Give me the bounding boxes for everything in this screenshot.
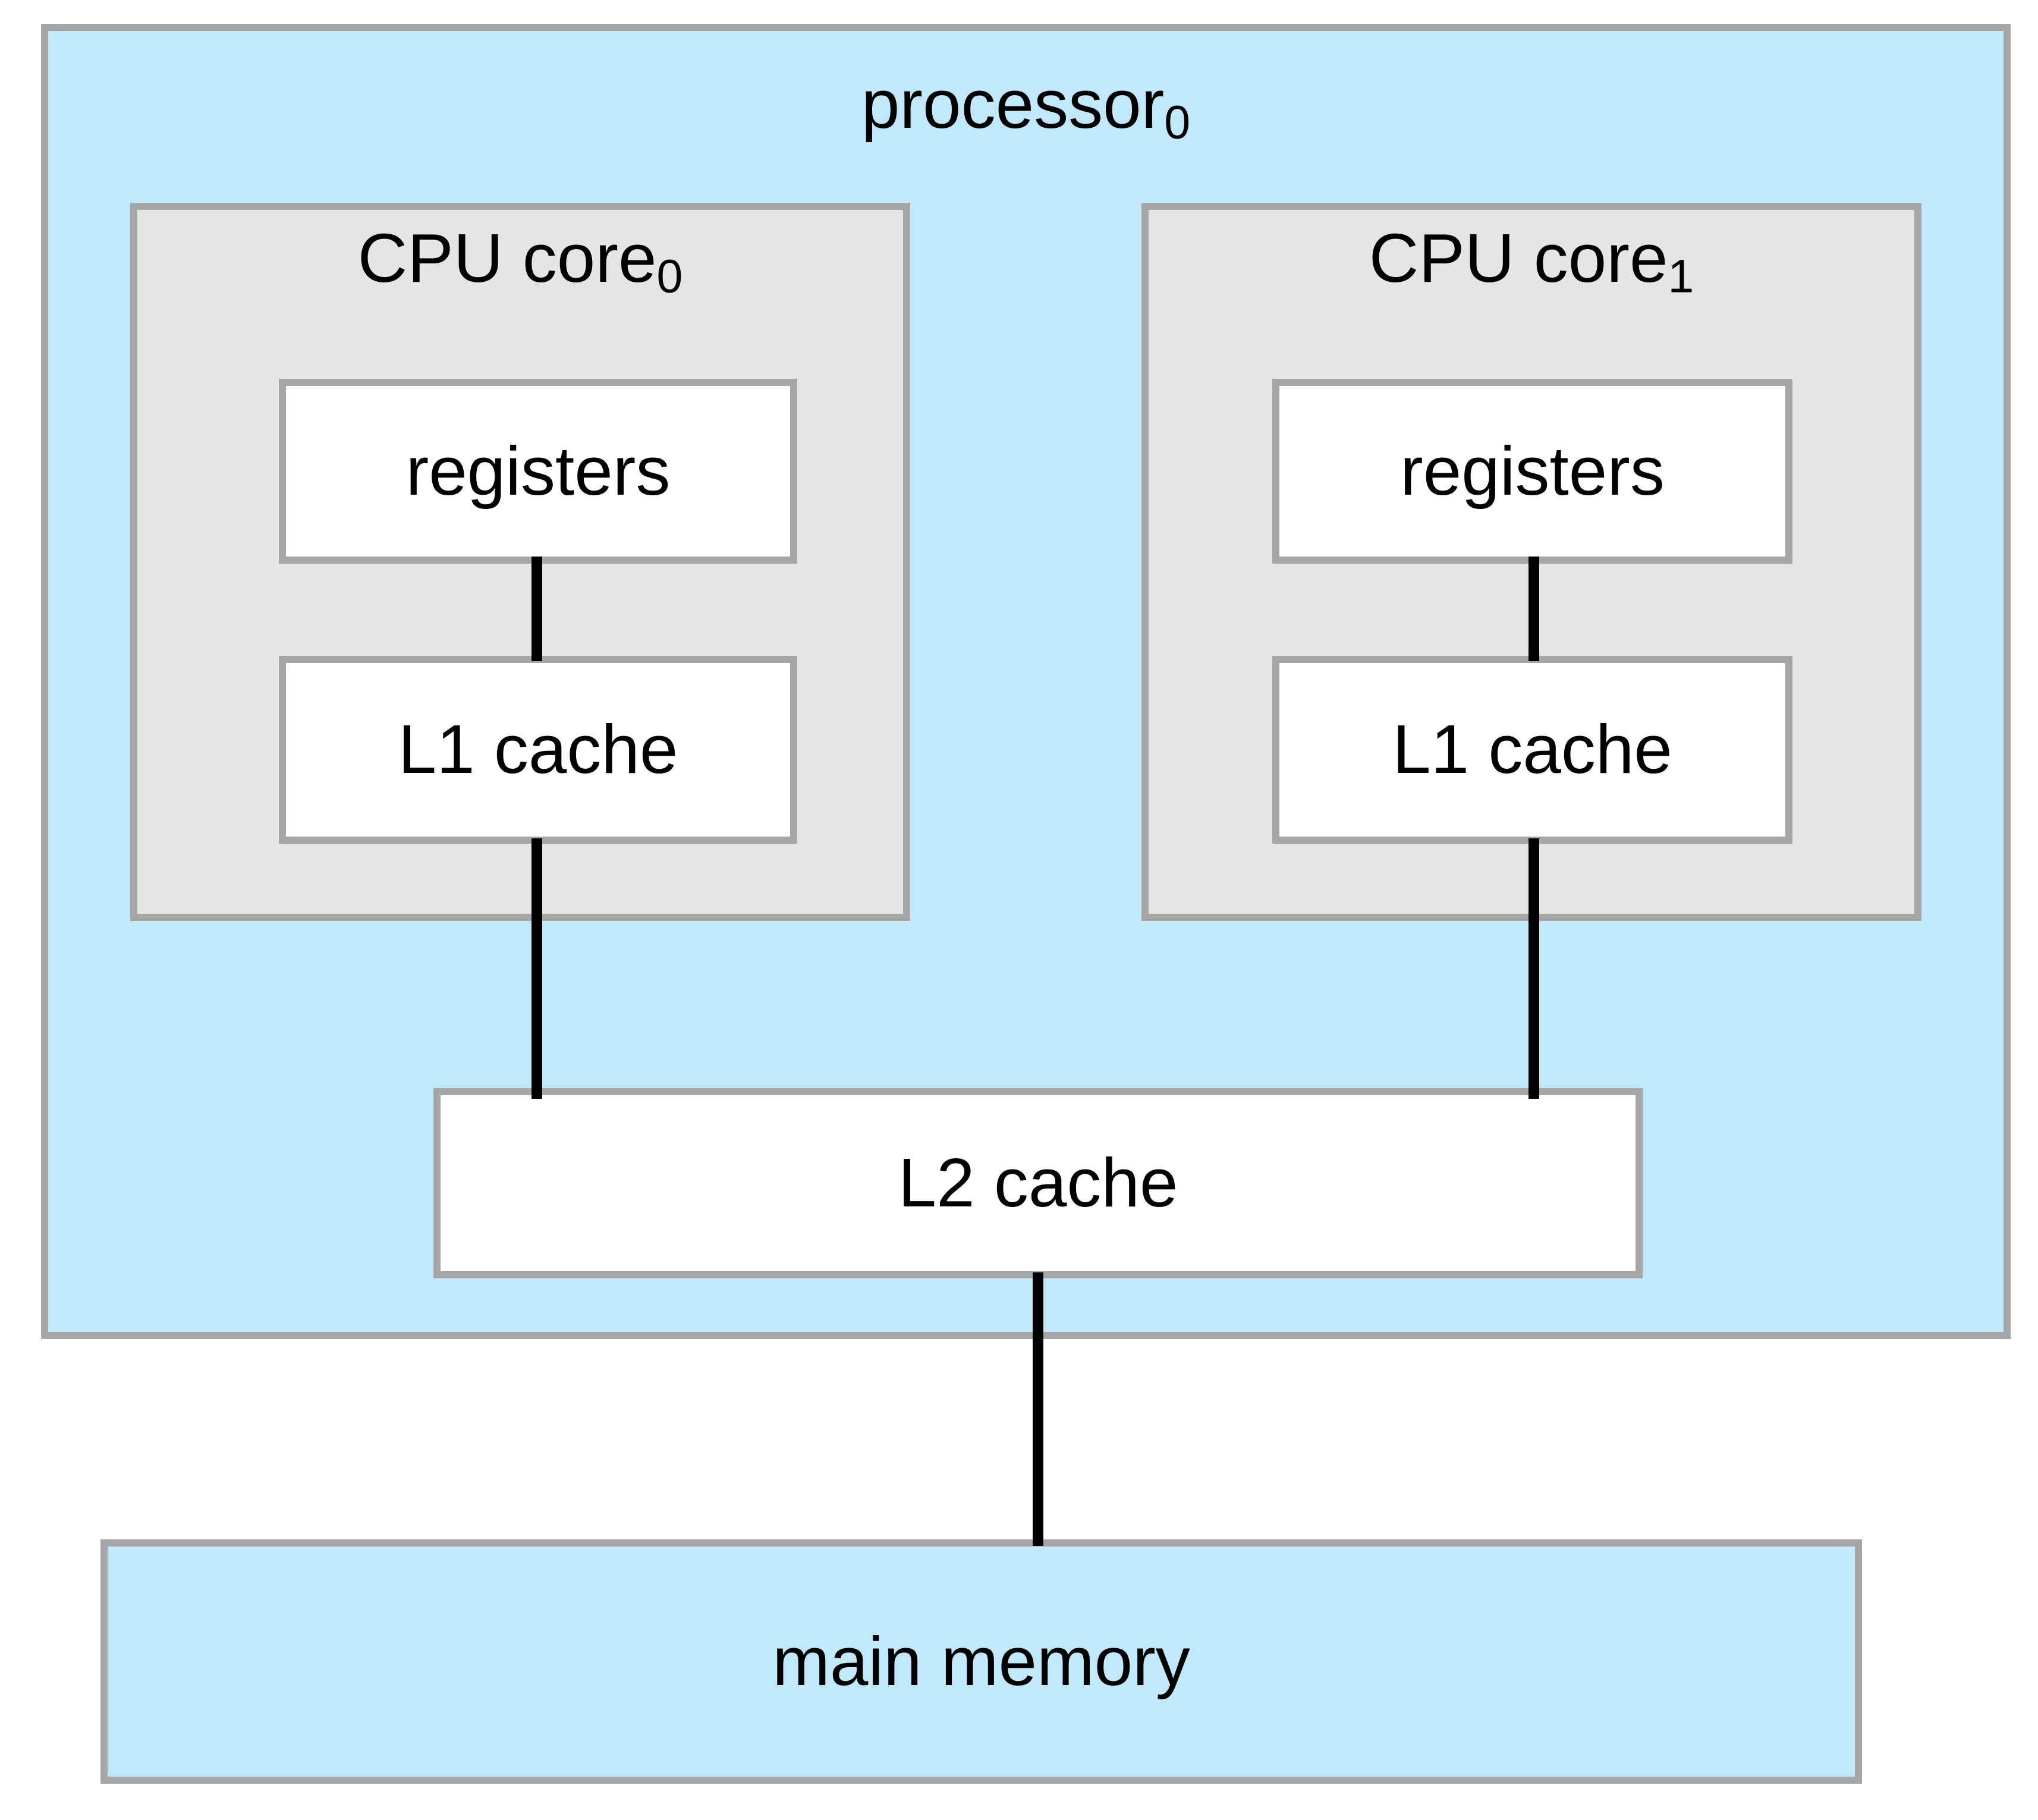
cpu-core0-label-text: CPU core bbox=[357, 219, 657, 297]
cpu-core1-label-text: CPU core bbox=[1369, 219, 1668, 297]
cpu-core1-label: CPU core1 bbox=[1141, 219, 1921, 300]
registers1-box: registers bbox=[1272, 379, 1792, 564]
l2-cache-box: L2 cache bbox=[433, 1088, 1643, 1278]
connector-l1cache1-l2cache bbox=[1528, 838, 1539, 1099]
processor-label: processor0 bbox=[41, 65, 2011, 146]
connector-registers0-l1cache0 bbox=[531, 557, 542, 661]
processor-label-text: processor bbox=[861, 65, 1165, 143]
connector-l2cache-mainmemory bbox=[1033, 1272, 1043, 1546]
main-memory-label: main memory bbox=[772, 1622, 1190, 1700]
connector-registers1-l1cache1 bbox=[1528, 557, 1539, 661]
l1-cache0-box: L1 cache bbox=[279, 656, 797, 844]
l1-cache0-label: L1 cache bbox=[398, 711, 678, 788]
registers0-box: registers bbox=[279, 379, 797, 564]
processor-label-subscript: 0 bbox=[1164, 96, 1191, 149]
cpu-core1-label-subscript: 1 bbox=[1668, 250, 1694, 303]
registers0-label: registers bbox=[405, 432, 671, 510]
registers1-label: registers bbox=[1400, 432, 1665, 510]
cpu-core0-label: CPU core0 bbox=[130, 219, 910, 300]
l1-cache1-label: L1 cache bbox=[1392, 711, 1672, 788]
main-memory-box: main memory bbox=[100, 1539, 1862, 1784]
l2-cache-label: L2 cache bbox=[898, 1144, 1178, 1222]
cpu-core0-label-subscript: 0 bbox=[656, 250, 683, 303]
connector-l1cache0-l2cache bbox=[531, 838, 542, 1099]
l1-cache1-box: L1 cache bbox=[1272, 656, 1792, 844]
